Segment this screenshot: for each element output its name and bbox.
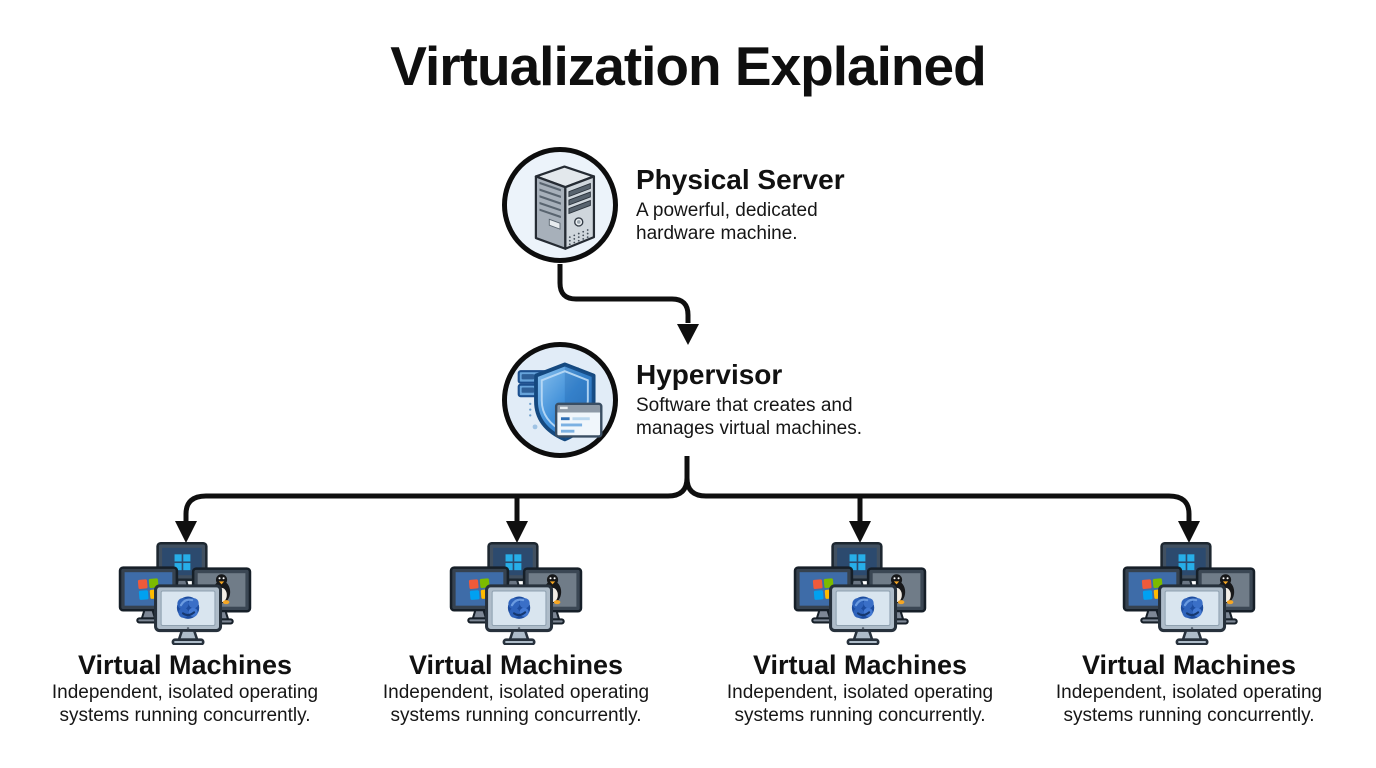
vm-group-2-description-line1: Independent, isolated operating [382,682,650,703]
vm-monitors-icon [1122,541,1256,645]
vm-group-4-description-line2: systems running concurrently. [1063,705,1315,726]
physical-server-description-line2: hardware machine. [636,223,798,244]
physical-server-description-line1: A powerful, dedicated [636,200,818,221]
vm-group-3-description-line2: systems running concurrently. [734,705,986,726]
vm-group-4: Virtual Machines Independent, isolated o… [1029,541,1349,727]
vm-monitors-icon [793,541,927,645]
vm-group-3-description: Independent, isolated operating systems … [700,681,1020,727]
hypervisor-description-line2: manages virtual machines. [636,418,862,439]
vm-group-2-description-line2: systems running concurrently. [390,705,642,726]
arrowhead-icon [506,521,528,543]
physical-server-title: Physical Server [636,164,845,195]
vm-group-3: Virtual Machines Independent, isolated o… [700,541,1020,727]
hypervisor-description: Software that creates and manages virtua… [636,394,862,440]
connector-server-to-hypervisor [557,264,691,323]
vm-group-1: Virtual Machines Independent, isolated o… [25,541,345,727]
vm-group-3-description-line1: Independent, isolated operating [726,682,994,703]
hypervisor-title: Hypervisor [636,359,783,390]
vm-group-2-title: Virtual Machines [408,650,624,680]
vm-group-1-description-line2: systems running concurrently. [59,705,311,726]
physical-server-description: A powerful, dedicated hardware machine. [636,199,818,245]
hypervisor-badge [502,342,618,458]
arrowhead-icon [849,521,871,543]
arrowhead-icon [677,324,699,345]
vm-group-4-description: Independent, isolated operating systems … [1029,681,1349,727]
connector-branch-right [684,477,1192,521]
server-tower-icon [534,165,596,250]
page-title: Virtualization Explained [390,35,986,97]
vm-group-1-description-line1: Independent, isolated operating [51,682,319,703]
hypervisor-description-line1: Software that creates and [636,395,853,416]
vm-group-1-title: Virtual Machines [77,650,293,680]
vm-monitors-icon [118,541,252,645]
vm-group-2: Virtual Machines Independent, isolated o… [356,541,676,727]
vm-group-4-description-line1: Independent, isolated operating [1055,682,1323,703]
connector-branch-left [183,477,690,521]
vm-group-1-description: Independent, isolated operating systems … [25,681,345,727]
physical-server-badge [502,147,618,263]
arrowhead-icon [175,521,197,543]
vm-group-4-title: Virtual Machines [1081,650,1297,680]
vm-group-2-description: Independent, isolated operating systems … [356,681,676,727]
vm-monitors-icon [449,541,583,645]
vm-group-3-title: Virtual Machines [752,650,968,680]
arrowhead-icon [1178,521,1200,543]
hypervisor-shield-icon [516,362,604,442]
